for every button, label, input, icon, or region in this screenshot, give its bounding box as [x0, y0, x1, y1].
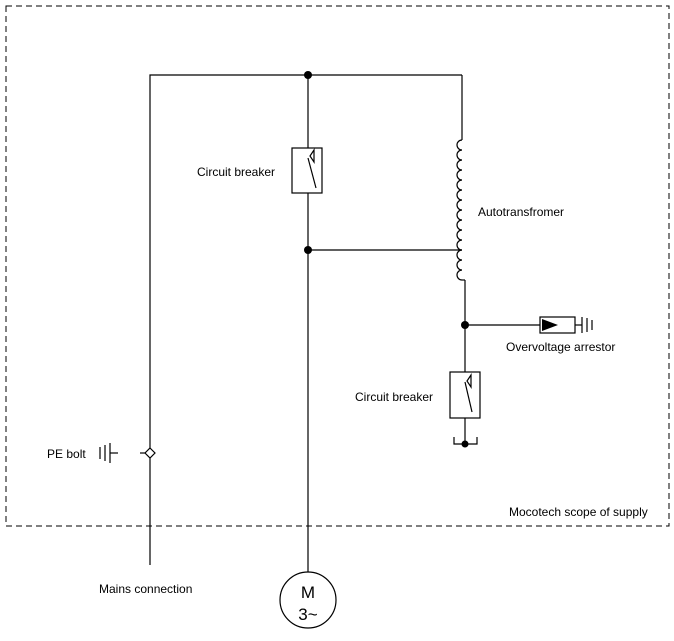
circuit-breaker-bottom-label: Circuit breaker [355, 390, 433, 404]
circuit-breaker-top-label: Circuit breaker [197, 165, 275, 179]
mains-connection-label: Mains connection [99, 582, 192, 596]
pe-bolt-ground-icon [99, 443, 118, 463]
junction-dot-tap [304, 246, 312, 254]
ground-terminal-icon [453, 437, 478, 448]
pe-bolt-label: PE bolt [47, 447, 86, 461]
scope-label: Mocotech scope of supply [509, 505, 648, 519]
overvoltage-arrestor-icon [539, 316, 593, 334]
circuit-breaker-top-symbol [291, 147, 323, 194]
pe-bolt-connection-diamond [144, 447, 156, 459]
motor-label-phase: 3~ [298, 605, 317, 624]
scope-boundary [5, 5, 670, 527]
autotransformer-label: Autotransfromer [478, 205, 564, 219]
autotransformer-coil-icon [456, 139, 463, 281]
junction-dot-top [304, 71, 312, 79]
mains-conductor [149, 74, 308, 565]
overvoltage-arrestor-label: Overvoltage arrestor [506, 340, 615, 354]
motor-label-m: M [301, 583, 315, 602]
circuit-breaker-bottom-symbol [449, 371, 481, 419]
motor-symbol [279, 571, 337, 629]
